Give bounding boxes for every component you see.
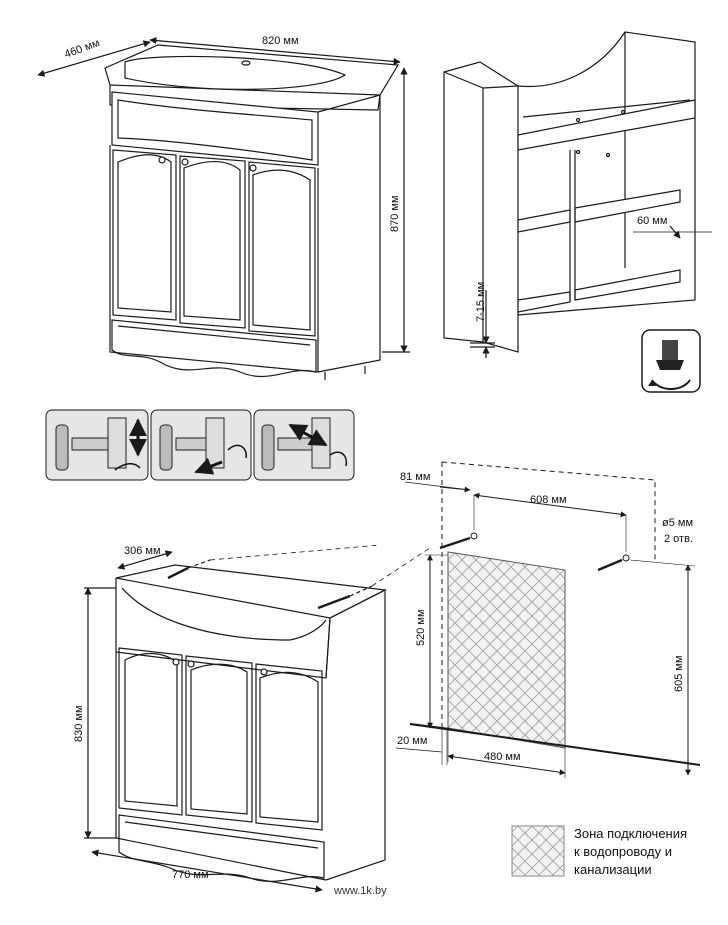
wall-zone-height-label: 520 мм (415, 609, 427, 646)
legend: Зона подключения к водопроводу и канализ… (511, 825, 687, 877)
wall-hole-height-label: 605 мм (673, 655, 685, 692)
wall-hole-diameter-label: ø5 мм (662, 517, 693, 529)
top-height-label: 870 мм (389, 195, 401, 232)
legend-swatch (511, 825, 565, 877)
wall-left-offset-label: 81 мм (400, 471, 430, 483)
bottom-height-label: 830 мм (73, 705, 85, 742)
wall-hole-count-label: 2 отв. (664, 533, 693, 545)
wall-hole-spacing-label: 608 мм (530, 494, 567, 506)
hinge-adjust-panels (45, 409, 355, 481)
frame-view (443, 31, 712, 358)
vanity-assembled-view (37, 36, 410, 380)
wall-scheme (395, 461, 701, 778)
hinge-adjust-depth-icon (253, 409, 355, 481)
top-width-label: 820 мм (262, 35, 299, 47)
top-depth-label: 460 мм (63, 37, 101, 61)
wall-zone-width-label: 480 мм (484, 751, 521, 763)
cabinet-view (84, 544, 431, 893)
legend-line-1: Зона подключения (574, 826, 687, 841)
legend-line-3: канализации (574, 862, 652, 877)
legend-line-2: к водопроводу и (574, 844, 672, 859)
bottom-depth-label: 306 мм (124, 545, 161, 557)
bottom-width-label: 770 мм (172, 869, 209, 881)
hinge-adjust-vertical-icon (45, 409, 149, 481)
wall-floor-offset-label: 20 мм (397, 735, 427, 747)
foot-adjust-icon (641, 329, 701, 393)
frame-foot-label: 7-15 мм (475, 282, 487, 322)
watermark-text: www.1k.by (333, 885, 387, 897)
hinge-adjust-horizontal-icon (150, 409, 252, 481)
frame-offset-label: 60 мм (637, 215, 667, 227)
